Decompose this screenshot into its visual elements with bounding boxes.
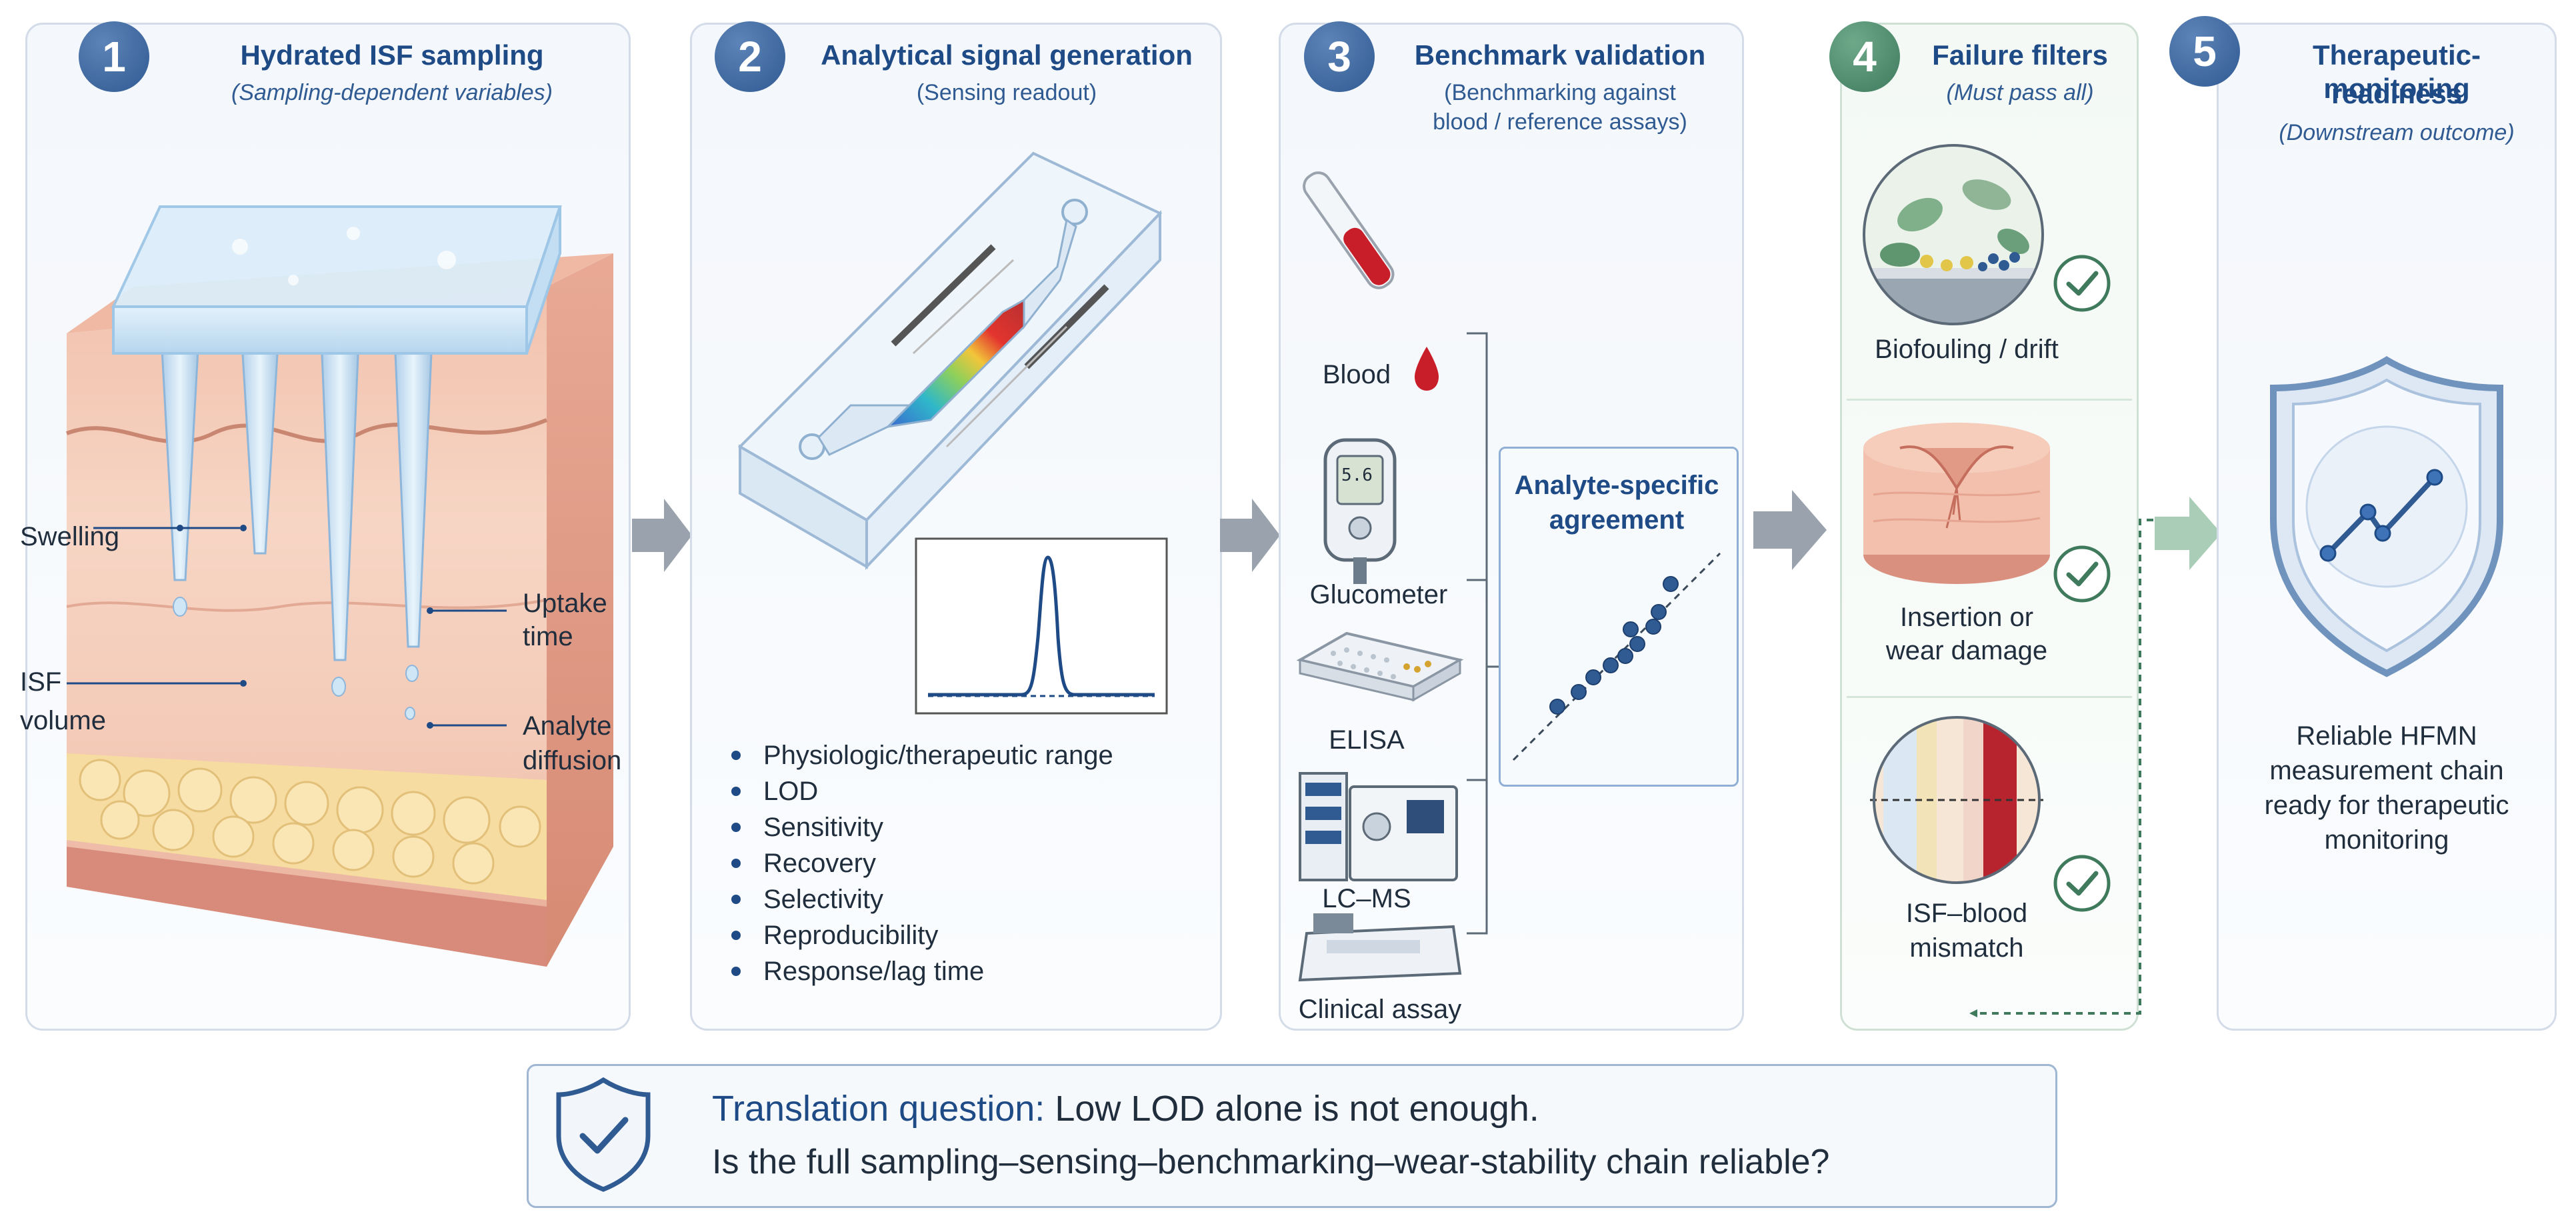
label-clinical-assay: Clinical assay [1298, 995, 1462, 1024]
panel-1-subtitle: (Sampling-dependent variables) [231, 80, 553, 105]
filter-divider [1847, 399, 2132, 401]
clinical-analyzer-icon [1298, 913, 1462, 982]
question-text: Low LOD alone is not enough. [1055, 1089, 1539, 1129]
translation-question-box [527, 1064, 2057, 1208]
panel-2-subtitle: (Sensing readout) [916, 80, 1097, 105]
check-icon [2053, 545, 2111, 603]
bullet-dot [731, 751, 741, 760]
question-line-1: Translation question: Low LOD alone is n… [712, 1087, 1539, 1131]
agreement-title: Analyte-specific agreement [1499, 468, 1735, 537]
check-icon [2053, 855, 2111, 912]
reference-assays-illustration [1296, 171, 1499, 982]
panel-5-title-line2: readiness [2331, 78, 2463, 109]
dashed-connector [1969, 519, 2160, 1017]
bullet-dot [731, 787, 741, 796]
shield-trend-icon [2270, 356, 2503, 677]
label-lcms: LC–MS [1322, 884, 1411, 913]
signal-peak-plot [915, 537, 1168, 715]
elisa-plate-icon [1296, 631, 1464, 702]
bullet-dot [731, 859, 741, 868]
outcome-line4: monitoring [2324, 825, 2449, 855]
filter-divider [1847, 696, 2132, 698]
flow-arrow-1 [632, 499, 692, 572]
panel-5-subtitle: (Downstream outcome) [2279, 120, 2515, 145]
agreement-title-line2: agreement [1549, 505, 1685, 535]
filter-label-damage-line1: Insertion or [1899, 603, 2034, 632]
filter-label-biofouling: Biofouling / drift [1875, 335, 2059, 364]
bullet-dot [731, 931, 741, 940]
panel-3-subtitle-line1: (Benchmarking against [1444, 80, 1676, 105]
check-icon [2053, 255, 2111, 312]
label-elisa: ELISA [1329, 725, 1405, 755]
label-glucometer: Glucometer [1309, 580, 1448, 609]
metric-item: Selectivity [731, 881, 1113, 917]
label-isf-line1: ISF [20, 667, 62, 697]
panel-3-title: Benchmark validation [1414, 39, 1706, 71]
metric-item: Reproducibility [731, 917, 1113, 953]
panel-3-subtitle-line2: blood / reference assays) [1433, 109, 1687, 135]
panel-4-subtitle: (Must pass all) [1946, 80, 2094, 105]
sensing-metrics-list: Physiologic/therapeutic range LOD Sensit… [731, 737, 1113, 989]
blood-tube-icon [1303, 171, 1395, 289]
step-number-5: 5 [2169, 16, 2240, 87]
label-blood: Blood [1322, 360, 1391, 389]
outcome-line2: measurement chain [2269, 756, 2504, 785]
filter-label-mismatch-line2: mismatch [1909, 933, 2024, 963]
step-number-3: 3 [1304, 21, 1375, 92]
glucometer-icon [1323, 438, 1397, 584]
label-analyte-line2: diffusion [523, 746, 622, 775]
metric-label: LOD [763, 777, 819, 806]
metric-label: Reproducibility [763, 921, 939, 950]
step-number-1: 1 [79, 21, 149, 92]
panel-5-title-line1: Therapeutic-monitoring [2312, 39, 2481, 104]
metric-label: Sensitivity [763, 813, 884, 842]
panel-2-title: Analytical signal generation [821, 39, 1193, 71]
metric-label: Physiologic/therapeutic range [763, 741, 1113, 770]
outcome-line1: Reliable HFMN [2296, 721, 2477, 751]
metric-label: Selectivity [763, 885, 884, 914]
question-line-2: Is the full sampling–sensing–benchmarkin… [712, 1143, 1830, 1181]
panel-signal [690, 23, 1222, 1031]
agreement-scatter [1512, 552, 1721, 761]
bullet-dot [731, 895, 741, 904]
label-uptake-line2: time [523, 622, 573, 651]
biofouling-icon [1863, 144, 2044, 325]
step-number-4: 4 [1829, 21, 1900, 92]
outcome-line3: ready for therapeutic [2264, 791, 2509, 820]
flow-arrow-3 [1753, 490, 1827, 570]
isf-blood-mismatch-icon [1870, 716, 2043, 884]
label-uptake-line1: Uptake [523, 589, 607, 618]
outcome-statement: Reliable HFMN measurement chain ready fo… [2217, 719, 2557, 857]
metric-item: Sensitivity [731, 809, 1113, 845]
metric-item: Recovery [731, 845, 1113, 881]
skin-microneedle-illustration [65, 205, 613, 967]
metric-item: Physiologic/therapeutic range [731, 737, 1113, 773]
flow-arrow-2 [1220, 499, 1280, 572]
label-isf-line2: volume [20, 706, 106, 735]
label-swelling: Swelling [20, 522, 119, 551]
metric-label: Recovery [763, 849, 876, 878]
bullet-dot [731, 823, 741, 832]
label-analyte-line1: Analyte [523, 711, 612, 741]
step-number-2: 2 [715, 21, 785, 92]
metric-label: Response/lag time [763, 957, 985, 986]
metric-item: LOD [731, 773, 1113, 809]
metric-item: Response/lag time [731, 953, 1113, 989]
tissue-damage-icon [1863, 423, 2050, 584]
question-label: Translation question: [712, 1089, 1045, 1129]
flow-arrow-4 [2155, 497, 2221, 570]
shield-check-icon [556, 1077, 651, 1192]
agreement-box [1499, 447, 1739, 787]
microfluidic-chip-illustration [737, 151, 1163, 570]
panel-1-title: Hydrated ISF sampling [240, 39, 544, 71]
panel-4-title: Failure filters [1932, 39, 2108, 71]
lcms-instrument-icon [1299, 772, 1458, 881]
filter-label-mismatch-line1: ISF–blood [1905, 899, 2028, 928]
bullet-dot [731, 967, 741, 976]
agreement-title-line1: Analyte-specific [1514, 471, 1719, 500]
glucometer-display: 5.6 [1341, 465, 1373, 485]
filter-label-damage-line2: wear damage [1885, 636, 2048, 665]
